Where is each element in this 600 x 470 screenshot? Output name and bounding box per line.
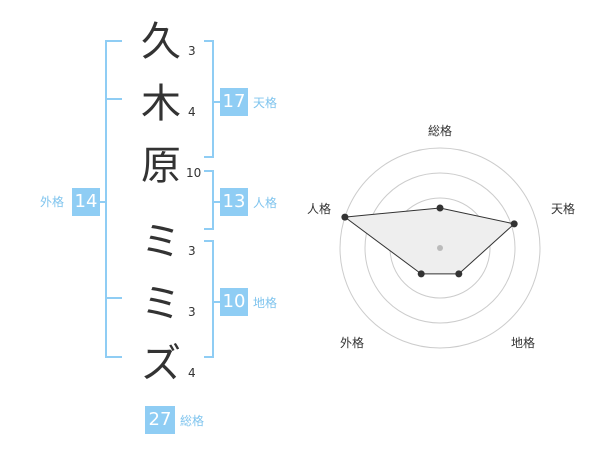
sou-label: 総格	[180, 414, 205, 428]
radar-points	[341, 204, 518, 278]
surname-strokes-3: 10	[186, 166, 202, 180]
ten-label: 天格	[253, 96, 278, 110]
surname-char-3: 原	[141, 143, 181, 189]
chi-label: 地格	[253, 296, 278, 310]
radar-point-2	[455, 270, 463, 278]
jin-label: 人格	[253, 196, 278, 210]
ten-badge: 17	[220, 88, 248, 116]
sou-badge: 27	[145, 406, 175, 434]
radar-label-jin: 人格	[306, 202, 331, 216]
radar-point-0	[436, 204, 444, 212]
radar-label-ten: 天格	[550, 202, 575, 216]
given-strokes-3: 4	[188, 366, 196, 380]
radar-point-3	[417, 270, 425, 278]
given-strokes-2: 3	[188, 305, 196, 319]
gai-label: 外格	[40, 195, 65, 209]
given-strokes-1: 3	[188, 244, 196, 258]
radar-point-1	[510, 220, 518, 228]
radar-polygon	[343, 207, 516, 275]
radar-label-sou: 総格	[427, 124, 452, 138]
radar-point-4	[341, 213, 349, 221]
gai-badge: 14	[72, 188, 100, 216]
given-char-2: ミ	[141, 281, 181, 327]
given-char-3: ズ	[141, 341, 181, 387]
surname-char-1: 久	[141, 19, 181, 65]
radar-ring-3	[364, 172, 516, 324]
surname-strokes-2: 4	[188, 105, 196, 119]
chi-badge: 10	[220, 288, 248, 316]
radar-label-gai: 外格	[339, 336, 364, 350]
radar-label-chi: 地格	[510, 336, 535, 350]
radar-center	[437, 245, 443, 251]
surname-strokes-1: 3	[188, 44, 196, 58]
given-char-1: ミ	[141, 219, 181, 265]
surname-char-2: 木	[141, 81, 181, 127]
jin-badge: 13	[220, 188, 248, 216]
radar-ring-4	[339, 147, 541, 349]
